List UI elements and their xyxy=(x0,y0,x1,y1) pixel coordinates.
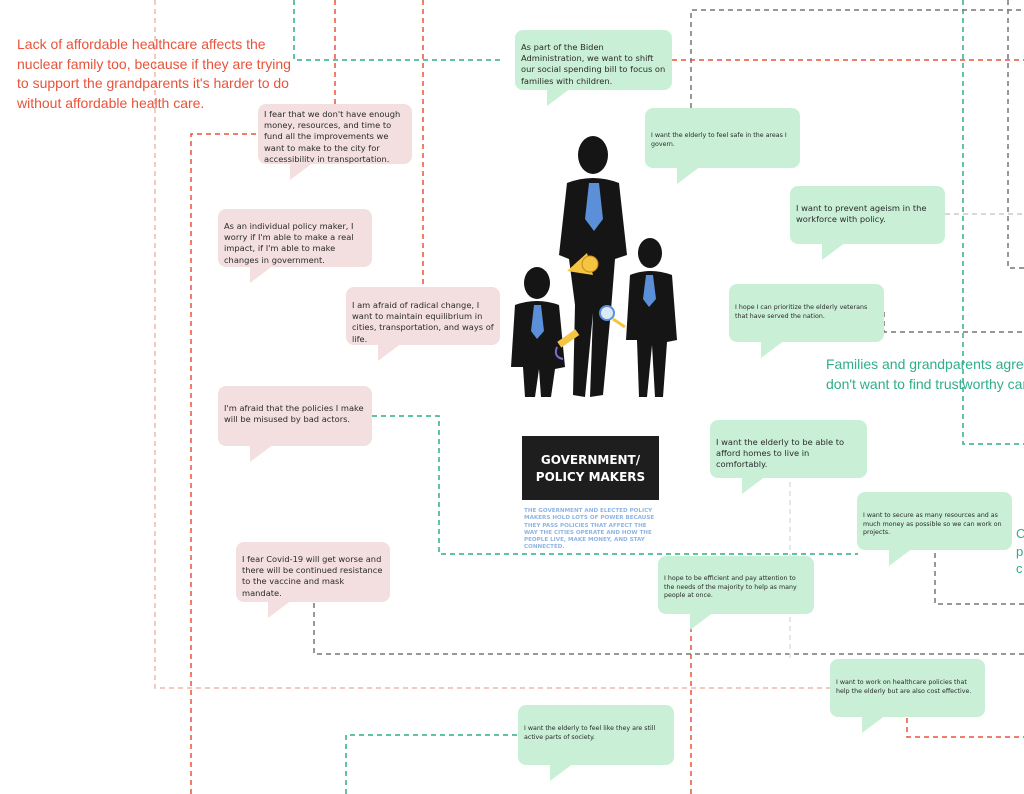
policy-makers-illustration xyxy=(511,136,677,397)
right-figure-head xyxy=(638,238,662,268)
gray-connector-3 xyxy=(883,312,1024,333)
want-bubble-resources: I want to secure as many resources and a… xyxy=(857,492,1012,566)
want-bubble-ageism: I want to prevent ageism in the workforc… xyxy=(790,186,945,260)
partial-note: C p c xyxy=(1016,526,1024,577)
want-bubble-active-society: I want the elderly to feel like they are… xyxy=(518,705,674,781)
gray-connector-4 xyxy=(934,553,1024,605)
want-bubble-spending-bill: As part of the Biden Administration, we … xyxy=(515,30,672,106)
teal-connector-3 xyxy=(345,734,520,794)
teal-connector-1 xyxy=(293,0,504,61)
orange-connector-5 xyxy=(906,718,1024,738)
tie-center xyxy=(585,183,603,231)
healthcare-note: Lack of affordable healthcare affects th… xyxy=(17,36,291,111)
gray-connector-2 xyxy=(313,603,1024,655)
fear-bubble-radical-change: I am afraid of radical change, I want to… xyxy=(346,287,500,361)
megaphone-icon xyxy=(567,253,599,275)
persona-title: GOVERNMENT/ POLICY MAKERS xyxy=(522,436,659,500)
want-bubble-veterans: I hope I can prioritize the elderly vete… xyxy=(729,284,884,358)
tie-left xyxy=(531,305,544,339)
want-bubble-healthcare: I want to work on healthcare policies th… xyxy=(830,659,985,733)
left-figure-body xyxy=(511,301,565,397)
want-bubble-feel-safe: I want the elderly to feel safe in the a… xyxy=(645,108,800,184)
right-figure-body xyxy=(626,271,677,397)
fear-bubble-bad-actors: I'm afraid that the policies I make will… xyxy=(218,386,372,462)
ruler-icon xyxy=(554,329,580,360)
teal-connector-2 xyxy=(372,415,858,555)
tall-figure-body xyxy=(559,178,627,397)
gray-connector-5 xyxy=(1007,0,1024,269)
fear-bubble-impact: As an individual policy maker, I worry i… xyxy=(218,209,372,283)
fear-bubble-funding: I fear that we don't have enough money, … xyxy=(258,104,412,180)
left-figure-head xyxy=(524,267,550,299)
want-bubble-homes: I want the elderly to be able to afford … xyxy=(710,420,867,494)
tall-figure-head xyxy=(578,136,608,174)
want-bubble-efficient: I hope to be efficient and pay attention… xyxy=(658,556,814,630)
fear-bubble-covid: I fear Covid-19 will get worse and there… xyxy=(236,542,390,618)
gray-connector-1 xyxy=(690,9,1024,108)
teal-connector-4 xyxy=(962,0,1024,445)
orange-connector-1 xyxy=(190,133,258,794)
persona-description: THE GOVERNMENT AND ELECTED POLICY MAKERS… xyxy=(524,508,655,551)
families-note: Families and grandparents agree don't wa… xyxy=(826,356,1024,392)
magnifier-icon xyxy=(599,305,626,329)
tie-right xyxy=(643,275,656,307)
salmon-connector-1 xyxy=(154,0,830,689)
